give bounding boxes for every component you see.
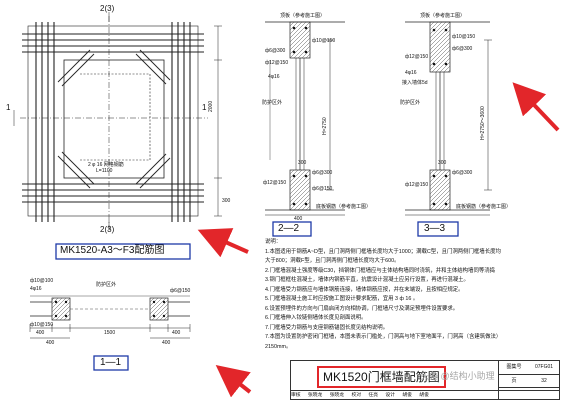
s11-mid-label: 防护区外 [96, 282, 117, 288]
s33-dim-300: 300 [438, 160, 447, 166]
section-2-2-drawing [265, 21, 345, 216]
section-1-1-drawing [29, 295, 191, 339]
notes-line: 2150mm。 [265, 343, 292, 350]
red-arrow-section [512, 82, 560, 132]
sig-cell: 校对 [351, 393, 362, 398]
s22-caption: 2—2 [278, 223, 300, 234]
s22-label-7: ф6@150 [312, 186, 333, 192]
s11-dim-r2: 400 [162, 340, 171, 346]
s33-bottom-label: 底板钢筋（参考施工图） [456, 204, 512, 210]
s22-label-5: ф12@150 [263, 180, 287, 186]
plan-view [13, 12, 222, 230]
s11-label-0: ф10@100 [30, 278, 54, 284]
s11-label-2: ф10@150 [30, 322, 54, 328]
section-2-2-caption-box [272, 221, 312, 237]
plan-section-mark-top: 2(3) [100, 4, 115, 13]
page-number: 32 [541, 377, 547, 384]
atlas-label: 图集号 [506, 364, 522, 370]
notes-line: 1.本图适用于钢筋A~D型，且门洞两侧门框墙长度均大于1000；满载C型，且门洞… [265, 248, 501, 255]
page-label: 页 [511, 377, 517, 384]
plan-section-mark-side: 1 [6, 103, 11, 112]
s33-label-6: ф6@300 [452, 170, 473, 176]
s22-label-4: 防护区外 [262, 100, 283, 106]
notes-line: 6.设置预埋件的方向与门扇启闭方向相协调，门框墙尺寸及满足预埋件设置要求。 [265, 305, 459, 312]
s22-dim-vertical: H=2750 [322, 117, 328, 135]
section-3-3-caption-box [417, 221, 459, 237]
s33-label-3: 接入墙体5d [402, 80, 428, 86]
s11-caption: 1—1 [100, 357, 122, 368]
plan-caption: MK1520-A3～F3配筋图 [60, 245, 165, 256]
notes-line: 6.门框墙伸入铰链侧墙体长度见剖面说明。 [265, 315, 367, 321]
plan-note-2: L=1100 [96, 168, 113, 174]
sig-cell: 设计 [385, 393, 395, 398]
s33-label-2: 4φ16 [405, 70, 417, 76]
s33-label-1: ф6@300 [452, 46, 473, 52]
s22-top-label: 顶板（参考施工图） [280, 13, 326, 19]
atlas-number: 07FG01 [534, 364, 554, 370]
red-arrow-plan [197, 228, 249, 258]
s33-top-label: 顶板（参考施工图） [420, 13, 466, 19]
section-3-3-drawing [405, 21, 492, 216]
title-block: MK1520门框墙配筋图 图集号 07FG01 页 32 审核 张晓龙 张晓龙 校对… [290, 360, 560, 400]
s33-label-4: ф12@150 [405, 54, 429, 60]
sig-cell: 胡俊 [419, 393, 429, 398]
s22-label-6: ф6@300 [312, 170, 333, 176]
notes-line: 4.门框墙受力钢筋应与墙体钢筋连接，墙体钢筋应按，并在末端设，且按相应规定。 [265, 286, 464, 293]
plan-section-mark-bottom: 2(3) [100, 225, 115, 234]
s33-label-0: ф10@150 [452, 34, 476, 40]
s22-dim-300: 300 [298, 160, 307, 166]
s11-dim-l1: 400 [36, 330, 45, 336]
s11-right-label: ф6@150 [170, 288, 191, 294]
notes-line: 3.钢门框框柱混凝土，墙体内钢筋平直，抗震设计混凝土应另行设置，再进行混凝土。 [265, 277, 469, 283]
sig-cell: 审核 [291, 393, 301, 398]
notes-line: 2.门框墙混凝土强度等级C30，挡钢体门框墙应与主体结构墙同时浇筑，并和主体结构… [265, 267, 496, 274]
s22-dim-400: 400 [294, 216, 303, 222]
s22-label-2: ф12@150 [265, 60, 289, 66]
signature-row: 审核 张晓龙 张晓龙 校对 任亮 设计 胡俊 胡俊 [291, 390, 559, 400]
notes-title: 说明： [265, 239, 282, 245]
notes-block: 说明： 1.本图适用于钢筋A~D型，且门洞两侧门框墙长度均大于1000；满载C型… [265, 238, 535, 352]
plan-section-mark-side2: 1 [202, 103, 207, 112]
sig-cell: 任亮 [368, 393, 379, 398]
plan-note-1: 2 φ 16 网格钢筋 [88, 162, 124, 168]
plan-dim-small: 300 [222, 198, 231, 204]
plan-dim-right: 2000 [208, 100, 214, 112]
s33-caption: 3—3 [424, 223, 446, 234]
notes-line: 7.本图为设置防护密闭门框墙，本图未表示门槛处，门洞高与地下室地面平，门洞高（含… [265, 334, 502, 340]
drawing-title: MK1520门框墙配筋图 [317, 366, 446, 388]
s22-label-1: ф6@300 [265, 48, 286, 54]
s33-label-7: ф12@150 [405, 182, 429, 188]
s22-label-0: ф10@150 [312, 38, 336, 44]
sig-cell: 张晓龙 [329, 393, 345, 398]
red-arrow-title [215, 365, 252, 398]
title-block-side: 图集号 07FG01 页 32 [498, 361, 559, 399]
s11-dim-l2: 400 [46, 340, 55, 346]
plan-caption-box [55, 243, 191, 260]
sig-cell: 张晓龙 [307, 393, 323, 398]
notes-line: 大于800；洞载F型，且门洞两侧门框墙长度均大于600。 [265, 258, 400, 264]
s22-bottom-label: 底板钢筋（参考施工图） [316, 204, 372, 210]
section-1-1-caption-box [93, 355, 129, 371]
sig-cell: 胡俊 [402, 393, 412, 398]
s33-label-5: 防护区外 [400, 100, 421, 106]
s11-label-1: 4φ16 [30, 286, 42, 292]
s22-label-3: 4φ16 [268, 74, 280, 80]
notes-line: 5.门框墙混凝土施工时应按施工图设计要求配筋，宜用 3 ф 16 。 [265, 296, 419, 302]
s11-dim-mid: 1500 [104, 330, 116, 336]
notes-line: 7.门框墙受力钢筋与支座钢筋锚固长度见结构说明。 [265, 324, 389, 331]
s33-dim-vertical: H=2750～3600 [480, 106, 486, 140]
watermark: 头条 @结构小助理 [420, 371, 495, 381]
s11-dim-r1: 400 [172, 330, 181, 336]
